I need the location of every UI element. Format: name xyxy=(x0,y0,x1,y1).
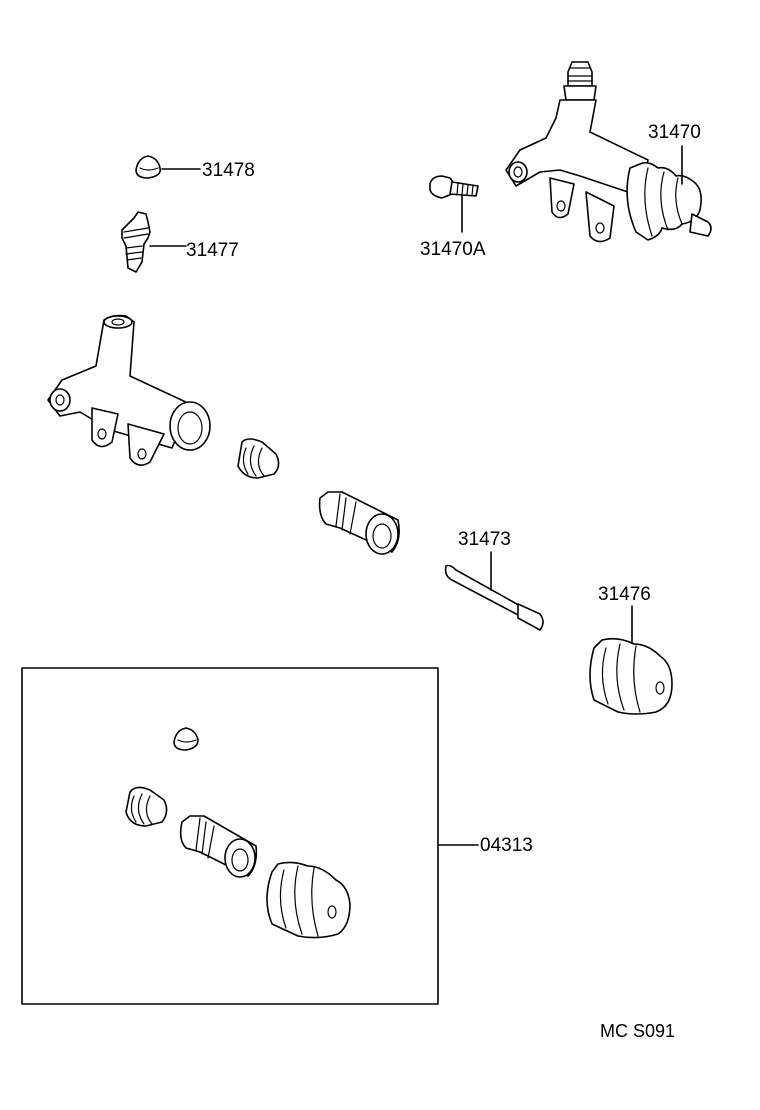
label-31477: 31477 xyxy=(186,240,239,261)
piston xyxy=(318,491,400,555)
boot xyxy=(589,605,673,715)
label-31470a: 31470A xyxy=(420,239,486,260)
label-31478: 31478 xyxy=(202,160,255,181)
cup-seal xyxy=(237,438,280,479)
label-31476: 31476 xyxy=(598,584,651,605)
cylinder-body xyxy=(47,314,211,466)
bleeder-plug xyxy=(121,211,187,273)
bleeder-cap xyxy=(135,155,201,179)
push-rod xyxy=(444,551,544,631)
clutch-release-cylinder-assy xyxy=(505,61,712,243)
repair-kit-box xyxy=(21,667,479,1005)
bolt xyxy=(429,175,479,233)
diagram-code: MC S091 xyxy=(600,1021,675,1041)
label-31470: 31470 xyxy=(648,122,701,143)
label-31473: 31473 xyxy=(458,529,511,550)
label-04313: 04313 xyxy=(480,835,533,856)
